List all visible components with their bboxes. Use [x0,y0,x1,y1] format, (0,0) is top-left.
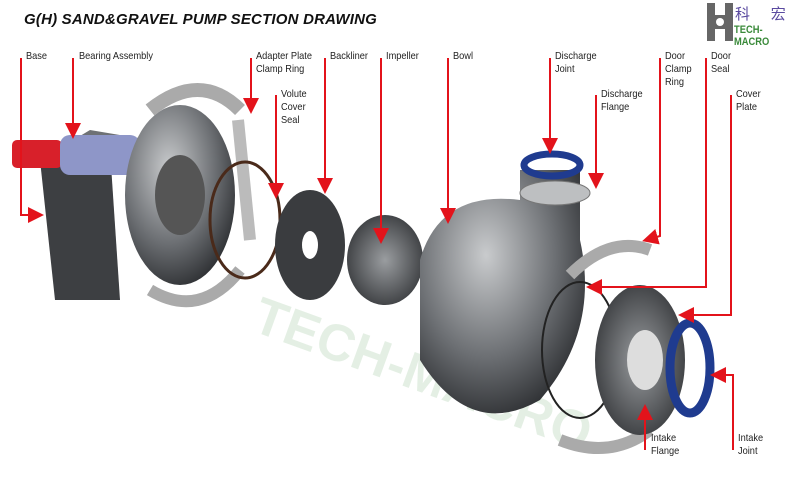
discharge-flange-part [519,180,591,206]
label-cover-plate: Cover Plate [736,88,761,113]
bowl-part [420,170,585,414]
logo-english-text: TECH-MACRO [734,24,770,48]
adapter-clamp-ring-part [145,83,245,116]
label-intake-flange: Intake Flange [651,432,680,457]
label-discharge-joint: Discharge Joint [555,50,597,75]
label-intake-joint: Intake Joint [738,432,764,457]
label-bearing-assembly: Bearing Assembly [79,50,153,62]
discharge-joint-part [520,150,584,180]
tech-macro-logo: 科 宏 TECH-MACRO [707,3,799,48]
label-discharge-flange: Discharge Flange [601,88,643,113]
logo-mark-icon [707,3,733,41]
door-clamp-ring-part [565,239,653,280]
label-door-clamp-ring: Door Clamp Ring [665,50,692,88]
label-backliner: Backliner [330,50,369,62]
label-volute-cover-seal: Volute Cover Seal [281,88,307,126]
label-impeller: Impeller [386,50,419,62]
label-door-seal: Door Seal [711,50,732,75]
impeller-part [347,215,423,305]
label-base: Base [26,50,48,62]
label-bowl: Bowl [453,50,474,62]
label-adapter-plate-clamp-ring: Adapter Plate Clamp Ring [256,50,313,75]
leader-lines [20,58,734,450]
drawing-title: G(H) SAND&GRAVEL PUMP SECTION DRAWING [24,11,377,28]
logo-chinese-text: 科 宏 [735,5,794,23]
